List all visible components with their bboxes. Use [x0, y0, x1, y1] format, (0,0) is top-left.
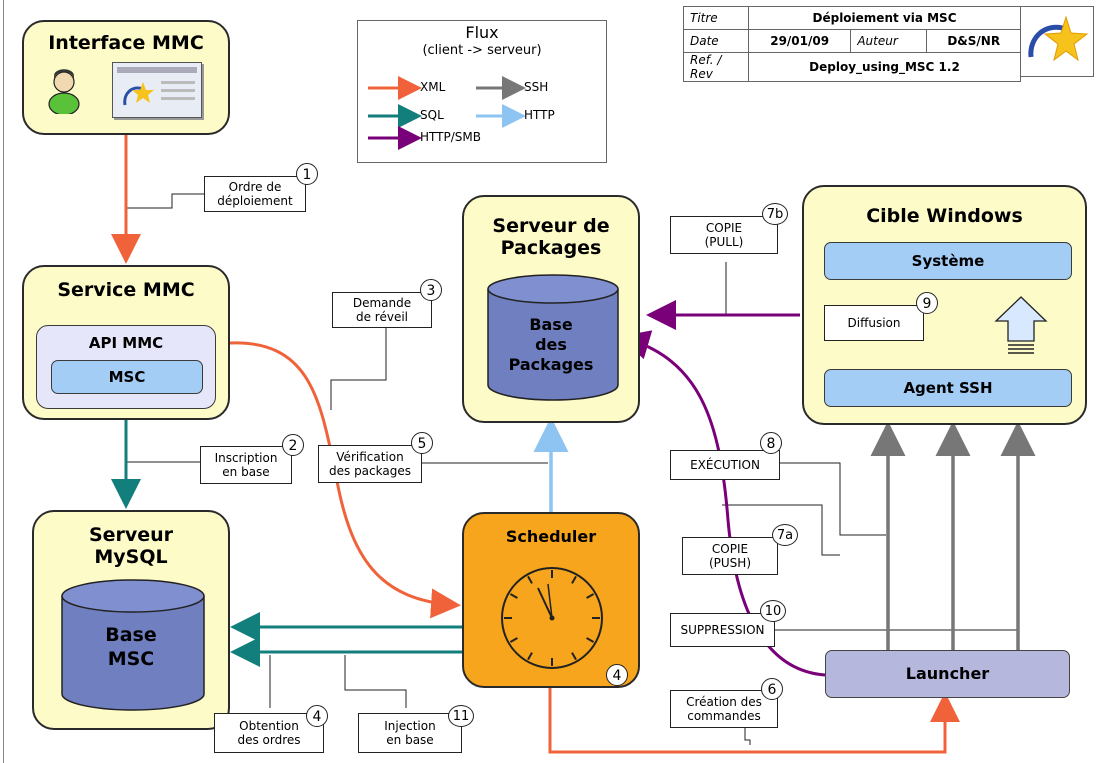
- step-3-number: 3: [420, 279, 442, 301]
- legend-item-http-smb: HTTP/SMB: [420, 130, 481, 144]
- scheduler-box: Scheduler 4: [462, 512, 640, 688]
- legend-swatches: [368, 76, 526, 150]
- step-8-number: 8: [760, 432, 782, 454]
- cible-windows-box: Cible Windows Système Diffusion Agent SS…: [802, 185, 1087, 425]
- base-msc-label-line2: MSC: [107, 648, 155, 670]
- legend-item-ssh: SSH: [524, 80, 549, 94]
- legend-box: Flux (client -> serveur) XML SSH SQL HTT…: [357, 20, 607, 163]
- serveur-packages-box: Serveur de Packages Base des Packages: [462, 195, 640, 423]
- clock-icon: [501, 567, 603, 669]
- title-block: Titre Déploiement via MSC Date 29/01/09 …: [683, 6, 1095, 86]
- scheduler-badge: 4: [606, 664, 628, 686]
- step-10-number: 10: [760, 600, 786, 622]
- step-4-number: 4: [306, 705, 328, 727]
- step-7b-number: 7b: [762, 203, 788, 225]
- step-6-number: 6: [761, 678, 783, 700]
- systeme-component: Système: [824, 242, 1072, 280]
- step-7b-label: COPIE(PULL): [670, 216, 778, 254]
- service-mmc-box: Service MMC API MMC MSC: [22, 265, 230, 420]
- step-7a-number: 7a: [772, 524, 798, 546]
- step-7a-label: COPIE(PUSH): [682, 537, 778, 575]
- scheduler-title: Scheduler: [505, 527, 597, 546]
- interface-mmc-box: Interface MMC: [22, 20, 230, 135]
- step-5-number: 5: [411, 432, 433, 454]
- diffusion-label: Diffusion: [824, 305, 924, 341]
- legend-item-http: HTTP: [524, 108, 555, 122]
- base-packages-label-line3: Packages: [508, 355, 594, 374]
- step-10-label: SUPPRESSION: [670, 613, 775, 647]
- msc-component: MSC: [51, 360, 203, 394]
- base-msc-database-icon: [61, 579, 205, 711]
- date-value: 29/01/09: [747, 29, 852, 53]
- screenshot-thumbnail-icon: [112, 62, 202, 118]
- upload-arrow-icon: [994, 296, 1048, 354]
- auteur-label: Auteur: [850, 29, 928, 53]
- serveur-mysql-box: Serveur MySQL Base MSC: [32, 510, 230, 730]
- titre-value: Déploiement via MSC: [748, 6, 1021, 30]
- step-11-number: 11: [448, 705, 474, 727]
- ref-label: Ref. / Rev: [683, 52, 749, 82]
- serveur-packages-title-line2: Packages: [500, 237, 602, 259]
- launcher-box: Launcher: [825, 650, 1070, 698]
- agent-ssh-component: Agent SSH: [824, 369, 1072, 407]
- serveur-mysql-title-line2: MySQL: [94, 546, 168, 568]
- ref-value: Deploy_using_MSC 1.2: [748, 52, 1021, 82]
- serveur-mysql-title-line1: Serveur: [88, 524, 174, 546]
- legend-item-xml: XML: [420, 80, 446, 94]
- base-packages-database-icon: [487, 274, 619, 401]
- page-border-left: [3, 0, 4, 763]
- date-label: Date: [683, 29, 749, 53]
- step-9-badge: 9: [916, 292, 938, 314]
- step-8-label: EXÉCUTION: [670, 450, 780, 480]
- logo-cell: [1021, 6, 1094, 77]
- user-icon: [48, 69, 80, 114]
- base-packages-label-line2: des: [535, 335, 567, 354]
- legend-item-sql: SQL: [420, 108, 444, 122]
- base-msc-label-line1: Base: [105, 624, 157, 646]
- serveur-packages-title-line1: Serveur de: [492, 215, 610, 237]
- auteur-value: D&S/NR: [926, 29, 1021, 53]
- cible-windows-title: Cible Windows: [866, 205, 1023, 227]
- api-mmc-title: API MMC: [88, 334, 164, 352]
- base-packages-label-line1: Base: [529, 315, 573, 334]
- launcher-title: Launcher: [905, 664, 990, 683]
- step-2-number: 2: [282, 434, 304, 456]
- interface-mmc-title: Interface MMC: [48, 32, 204, 54]
- service-mmc-title: Service MMC: [57, 279, 195, 301]
- titre-label: Titre: [683, 6, 749, 30]
- star-logo-icon: [1028, 15, 1089, 62]
- legend-title: Flux: [465, 23, 499, 42]
- step-1-number: 1: [296, 163, 318, 185]
- legend-subtitle: (client -> serveur): [422, 43, 542, 58]
- api-mmc-box: API MMC MSC: [36, 325, 216, 409]
